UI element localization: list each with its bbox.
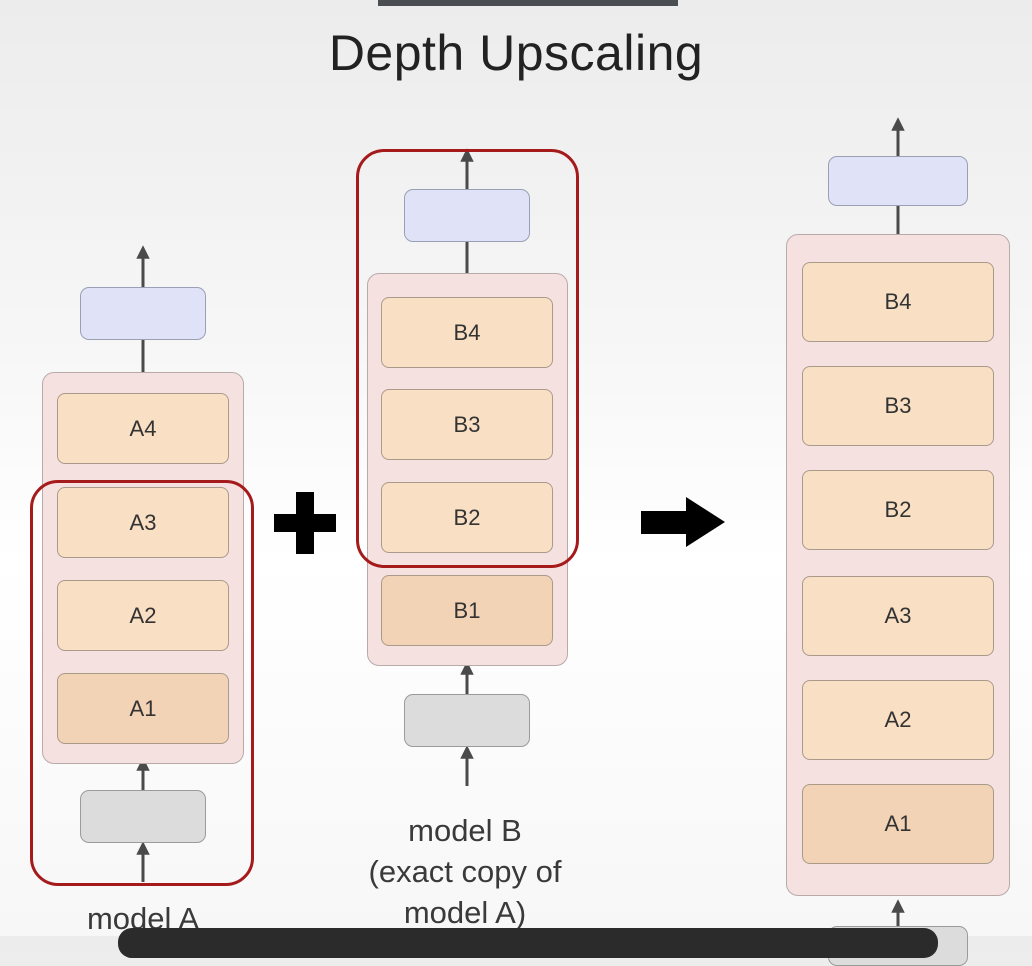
- model-a-layer-a2: A2: [57, 580, 229, 651]
- model-b-label-line1: model B: [408, 813, 522, 848]
- model-a-layer-a4: A4: [57, 393, 229, 464]
- model-b-label-line3: model A): [403, 895, 527, 930]
- model-b-layer-b2: B2: [381, 482, 553, 553]
- model-b-layer-b4: B4: [381, 297, 553, 368]
- right-arrow-icon: [641, 497, 725, 547]
- model-a-layer-a1: A1: [57, 673, 229, 744]
- model-b-label-line2: (exact copy of: [368, 854, 562, 889]
- video-overlay-bar: [118, 928, 938, 958]
- result-layer-a2: A2: [802, 680, 994, 760]
- connectors: [136, 117, 905, 936]
- diagram-title: Depth Upscaling: [328, 25, 704, 81]
- model-b-layer-b1: B1: [381, 575, 553, 646]
- model-b-output-head: [404, 189, 530, 242]
- result-layer-a1: A1: [802, 784, 994, 864]
- model-a-layer-a3: A3: [57, 487, 229, 558]
- top-bar: [378, 0, 678, 6]
- model-b-embedding: [404, 694, 530, 747]
- model-a-highlight-box: [30, 480, 254, 886]
- plus-icon: [274, 492, 336, 554]
- result-layer-b3: B3: [802, 366, 994, 446]
- result-output-head: [828, 156, 968, 206]
- model-b-highlight-box: [356, 149, 579, 568]
- result-layer-b2: B2: [802, 470, 994, 550]
- model-a-embedding: [80, 790, 206, 843]
- model-a-output-head: [80, 287, 206, 340]
- result-layer-a3: A3: [802, 576, 994, 656]
- result-layer-b4: B4: [802, 262, 994, 342]
- model-b-layer-b3: B3: [381, 389, 553, 460]
- model-b-label: model B (exact copy of model A): [330, 810, 600, 933]
